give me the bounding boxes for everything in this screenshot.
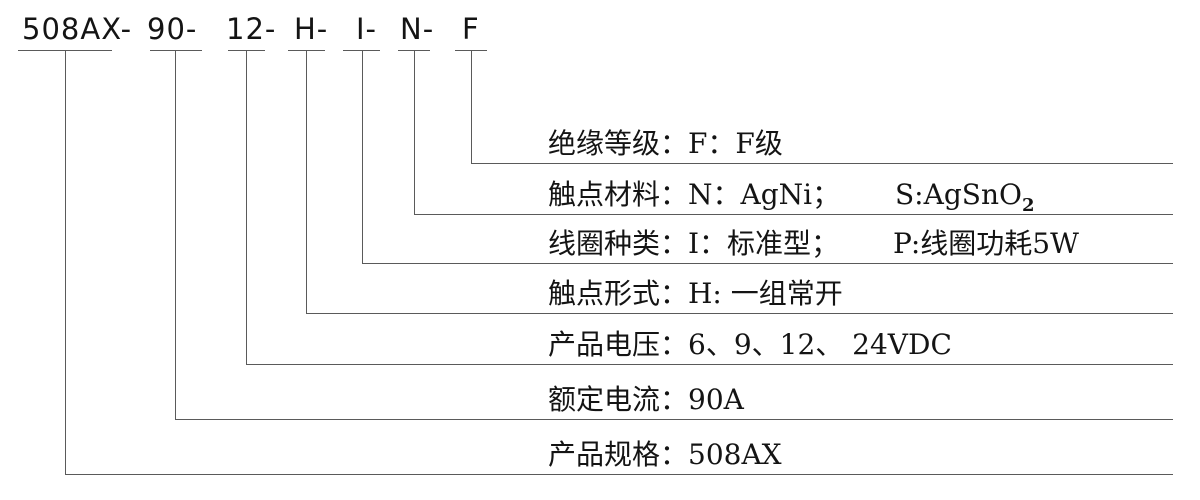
legend-row-contact-material: 触点材料：N：AgNi； xyxy=(548,178,841,211)
model-segment-12: 12- xyxy=(226,12,277,46)
contact-material-s-text: S:AgSnO xyxy=(895,178,1022,211)
legend-row-contact-material-option-s: S:AgSnO2 xyxy=(895,178,1034,215)
model-segment-h: H- xyxy=(294,12,329,46)
connector-line-insulation-class xyxy=(471,50,1173,164)
connector-line-contact-form xyxy=(306,50,1173,314)
segment-underline-90 xyxy=(150,50,202,51)
model-segment-f: F xyxy=(462,12,480,46)
agsno2-subscript: 2 xyxy=(1021,195,1035,216)
segment-underline-i xyxy=(343,50,380,51)
connector-line-coil-type xyxy=(362,50,1173,264)
legend-row-product-spec: 产品规格：508AX xyxy=(548,438,782,471)
connector-line-contact-material xyxy=(414,50,1173,215)
connector-line-product-spec xyxy=(65,50,1173,475)
legend-row-product-voltage: 产品电压：6、9、12、 24VDC xyxy=(548,328,952,361)
legend-row-coil-type-option-p: P:线圈功耗5W xyxy=(893,227,1079,260)
legend-row-coil-type: 线圈种类：I：标准型； xyxy=(548,227,840,260)
legend-row-rated-current: 额定电流：90A xyxy=(548,383,744,416)
connector-line-product-voltage xyxy=(246,50,1173,365)
model-segment-n: N- xyxy=(400,12,435,46)
model-segment-508ax: 508AX- xyxy=(22,12,133,46)
legend-row-contact-form: 触点形式：H: 一组常开 xyxy=(548,277,843,310)
legend-row-insulation-class: 绝缘等级：F：F级 xyxy=(548,127,783,160)
model-segment-90: 90- xyxy=(147,12,198,46)
model-segment-i: I- xyxy=(356,12,378,46)
connector-line-rated-current xyxy=(175,50,1173,420)
